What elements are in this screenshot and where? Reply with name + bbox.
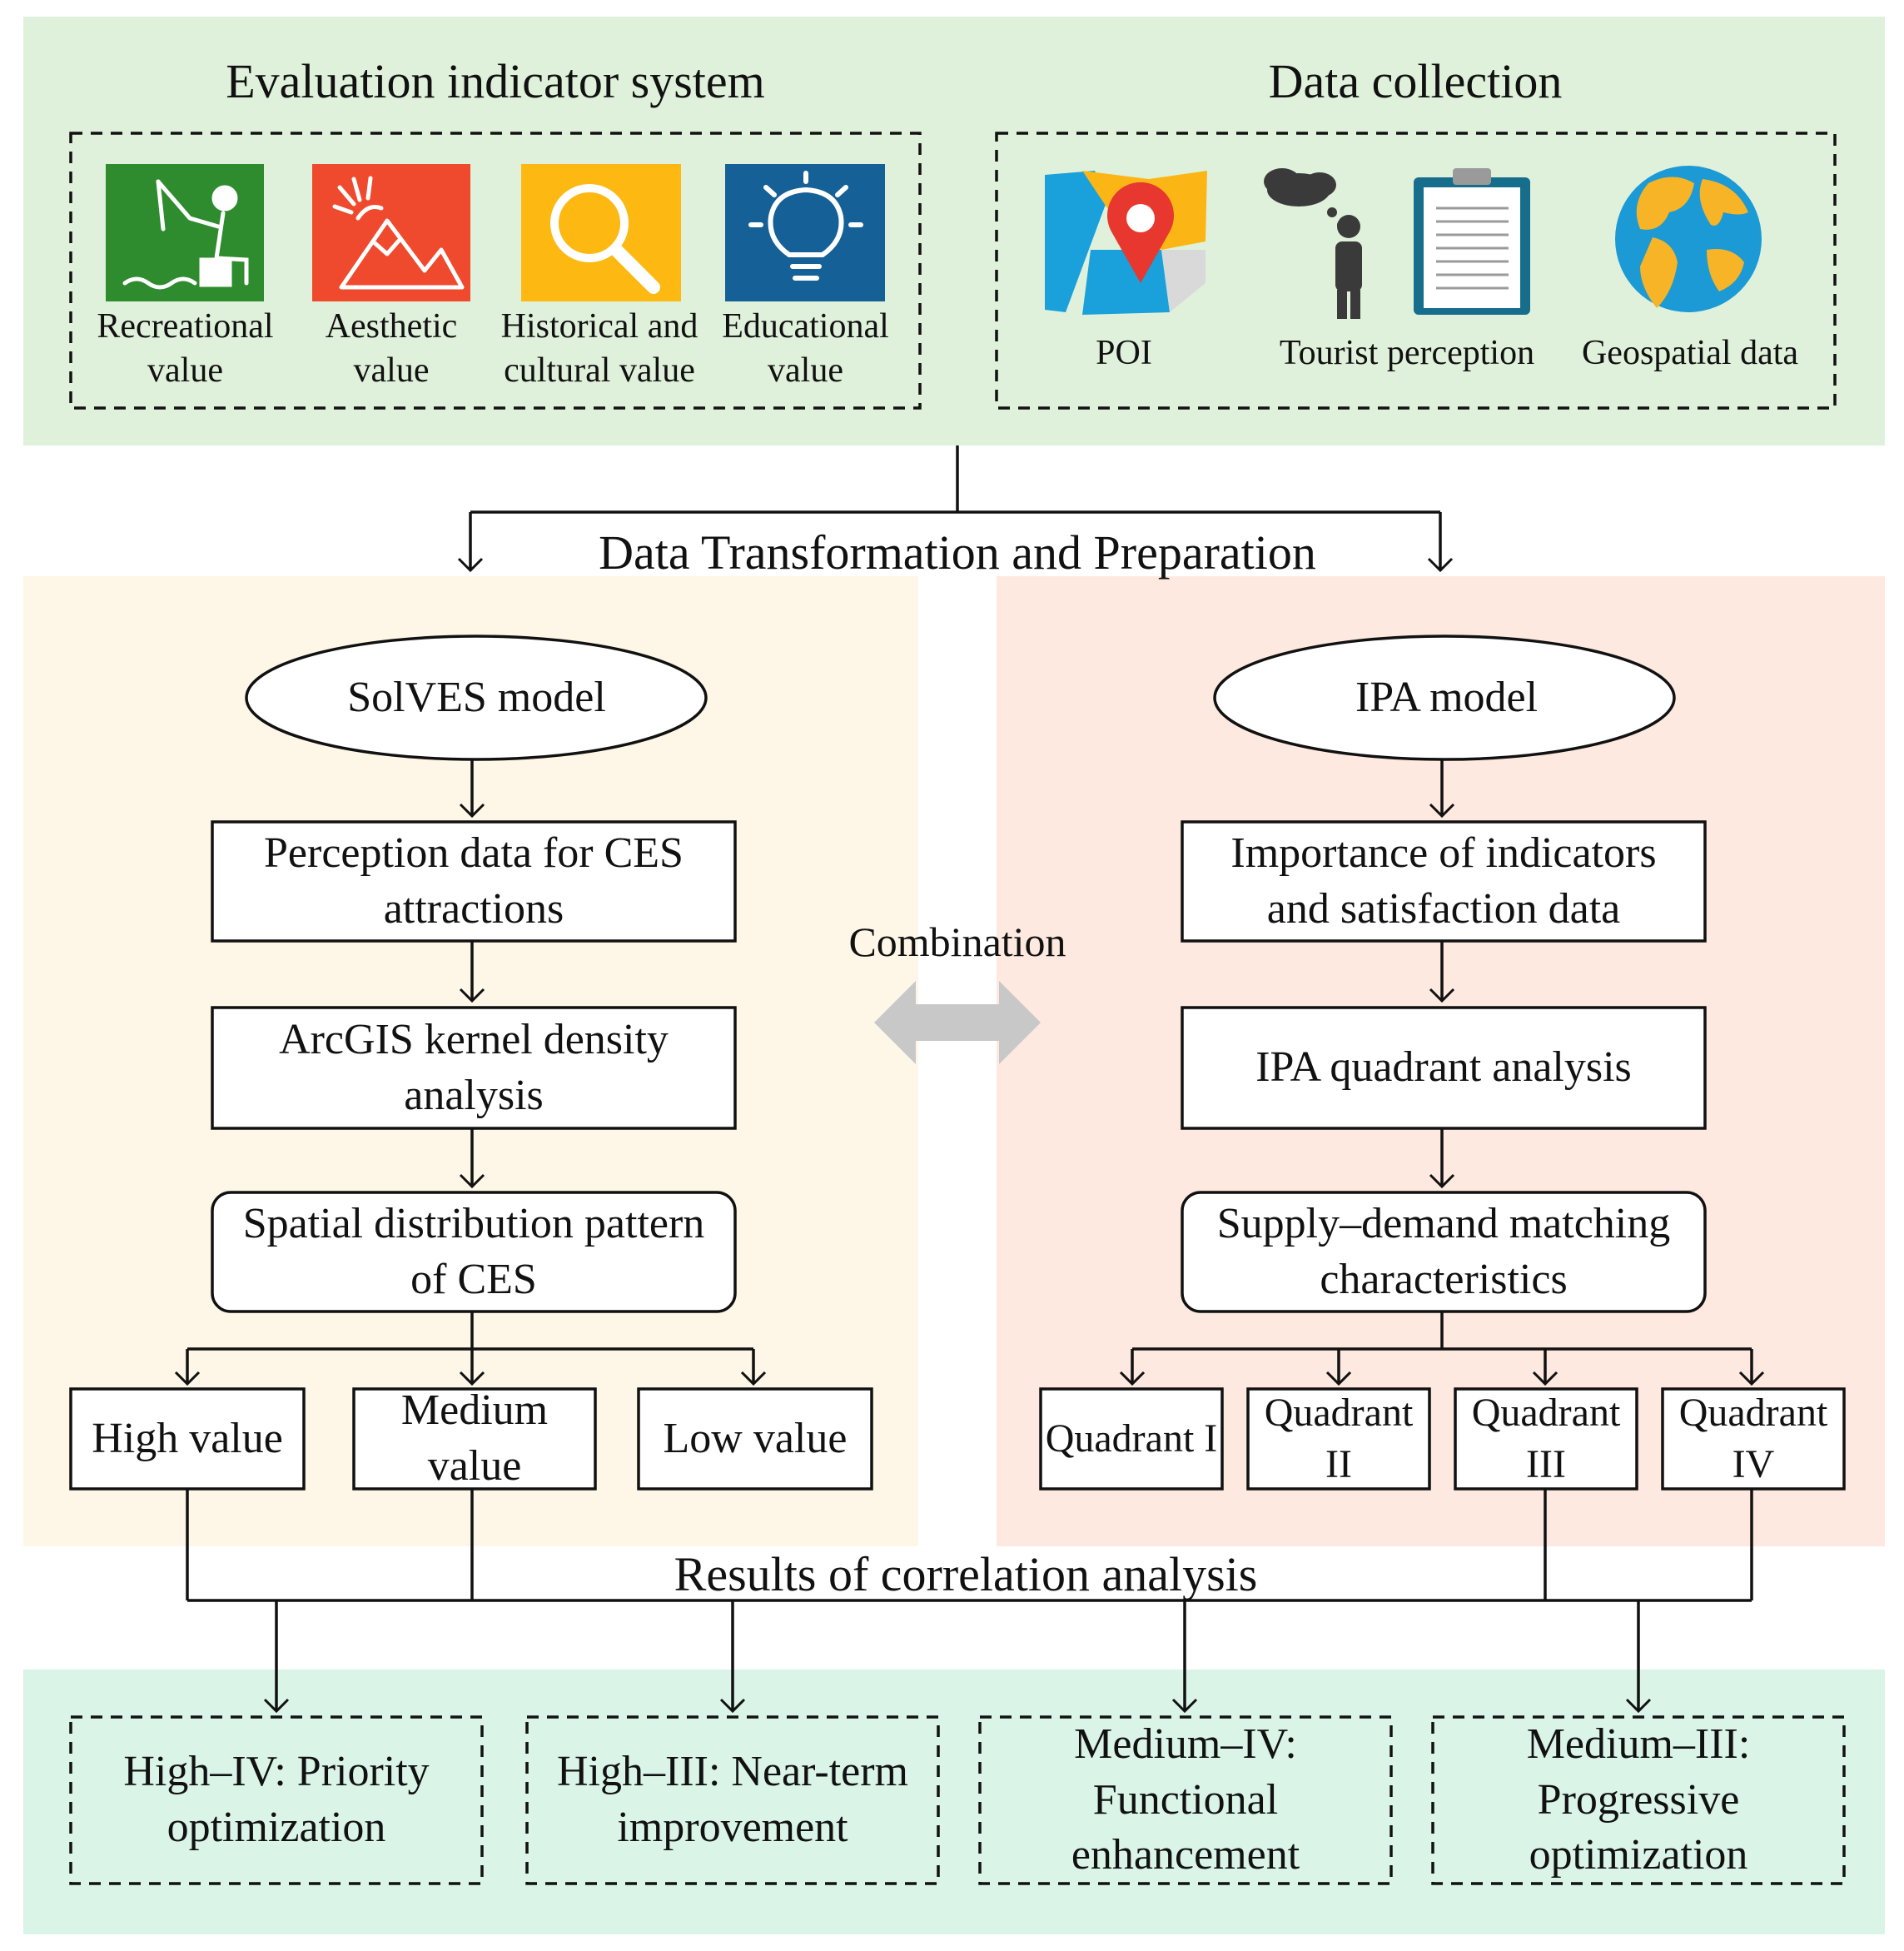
result-box [1431, 1715, 1846, 1885]
level-medium-label: Medium value [400, 1386, 549, 1490]
level-box [637, 1387, 873, 1491]
quadrant-2-label: Quadrant II [1264, 1390, 1414, 1486]
solves-model-label: SolVES model [347, 673, 606, 721]
result-medium-iv-label: Medium–IV: Functional enhancement [1071, 1720, 1300, 1879]
result-medium-iii-label: Medium–III: Progressive optimization [1526, 1720, 1751, 1879]
solves-step-box [211, 1006, 737, 1130]
combination-double-arrow [874, 981, 1041, 1064]
quadrant-1-label: Quadrant I [1045, 1416, 1218, 1461]
indicator-label-educational: Educational value [722, 306, 889, 390]
result-high-iii-label: High–III: Near-term improvement [557, 1748, 908, 1851]
results-correlation-title: Results of correlation analysis [674, 1547, 1258, 1602]
solves-model-oval [245, 635, 708, 761]
indicator-label-aesthetic: Aesthetic value [325, 306, 458, 390]
data-source-label-geospatial: Geospatial data [1581, 334, 1799, 373]
result-box [69, 1715, 484, 1885]
indicator-group-frame [69, 132, 922, 410]
mountain-sun-icon [312, 164, 470, 301]
ipa-step-box [1181, 1191, 1707, 1313]
solves-step-kernel-label: ArcGIS kernel density analysis [279, 1015, 669, 1119]
quadrant-box [1454, 1387, 1638, 1491]
level-high-label: High value [92, 1414, 283, 1462]
result-box [525, 1715, 940, 1885]
map-pin-icon [1045, 171, 1207, 315]
bottom-band [23, 1670, 1885, 1934]
data-collection-group-frame [995, 132, 1837, 410]
ipa-model-oval [1213, 635, 1676, 761]
quadrant-box [1039, 1387, 1224, 1491]
fishing-person-icon [106, 164, 264, 301]
result-box [978, 1715, 1393, 1885]
ipa-step-quadrant-label: IPA quadrant analysis [1255, 1043, 1632, 1092]
ipa-step-box [1181, 820, 1707, 943]
indicator-label-historical: Historical and cultural value [500, 306, 698, 390]
data-collection-title: Data collection [1268, 54, 1563, 109]
indicator-label-recreational: Recreational value [97, 306, 274, 390]
ipa-step-box [1181, 1006, 1707, 1130]
level-box [69, 1387, 306, 1491]
ipa-model-label: IPA model [1355, 673, 1539, 721]
globe-icon [1615, 166, 1762, 312]
lightbulb-icon [725, 164, 885, 301]
data-transformation-title: Data Transformation and Preparation [599, 525, 1316, 580]
level-box [352, 1387, 597, 1491]
quadrant-box [1246, 1387, 1431, 1491]
data-source-label-poi: POI [1096, 334, 1152, 373]
combination-label: Combination [848, 918, 1066, 966]
quadrant-4-label: Quadrant IV [1678, 1390, 1828, 1486]
result-high-iv-label: High–IV: Priority optimization [123, 1748, 430, 1851]
thinking-person-clipboard-icon [1264, 168, 1530, 319]
data-source-label-tourist-perception: Tourist perception [1279, 334, 1535, 373]
magnifier-icon [521, 164, 681, 301]
solves-step-box [211, 1191, 737, 1313]
ipa-step-matching-label: Supply–demand matching characteristics [1216, 1199, 1671, 1303]
solves-step-spatial-label: Spatial distribution pattern of CES [242, 1199, 705, 1303]
quadrant-3-label: Quadrant III [1471, 1390, 1621, 1486]
solves-step-box [211, 820, 737, 943]
ipa-step-importance-label: Importance of indicators and satisfactio… [1230, 829, 1657, 933]
level-low-label: Low value [663, 1414, 848, 1462]
solves-step-perception-label: Perception data for CES attractions [264, 829, 684, 933]
quadrant-box [1661, 1387, 1846, 1491]
evaluation-indicator-system-title: Evaluation indicator system [226, 54, 765, 109]
